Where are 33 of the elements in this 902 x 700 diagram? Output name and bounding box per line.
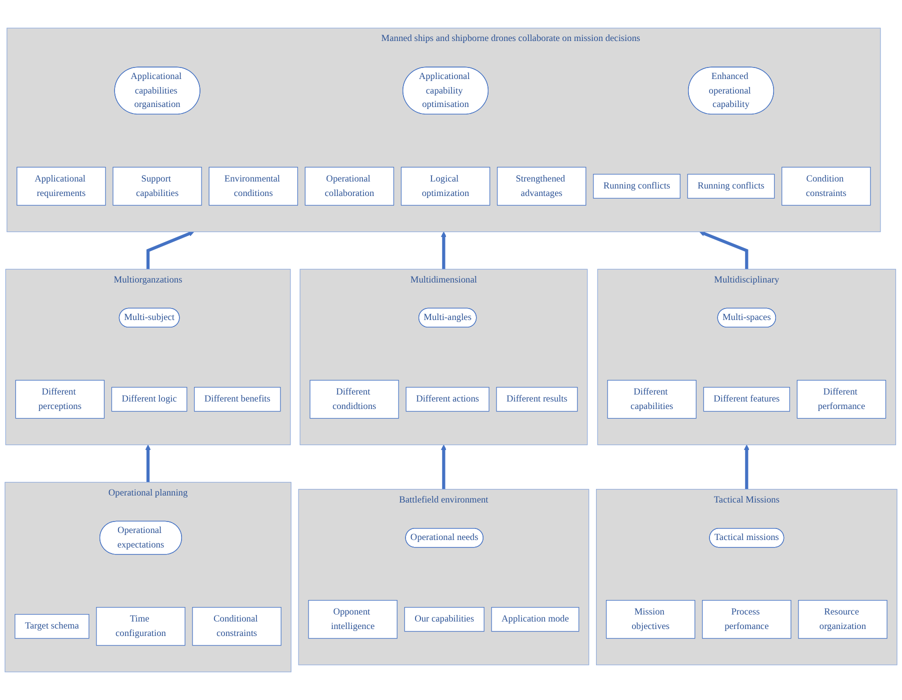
node-box: Condition constraints [782,166,871,206]
node-box: Running conflicts [593,174,680,199]
node-box: Different logic [111,386,188,412]
node-box: Different results [496,386,578,412]
node-box: Different condidtions [310,380,399,419]
node-box: Strengthened advantages [496,166,586,206]
node-box: Mission objectives [606,600,696,639]
node-box: Different features [703,386,790,412]
node-box: Different actions [406,386,490,412]
arrow [145,444,151,482]
node-box: Different perceptions [15,380,105,419]
arrow [699,231,748,270]
node-box: Different performance [796,380,886,419]
node-box: Target schema [14,614,90,639]
node-box: Logical optimization [400,166,490,206]
node-box: Time configuration [96,607,186,646]
arrow [146,231,194,270]
node-box: Support capabilities [112,166,202,206]
node-box: Process perfomance [702,600,792,639]
node-box: Applicational requirements [16,166,106,206]
node-box: Running conflicts [687,174,775,199]
node-box: Environmental conditions [208,166,298,206]
node-box: Our capabilities [404,607,484,632]
node-box: Application mode [491,607,580,632]
arrow [440,232,446,270]
arrow [744,444,750,490]
node-box: Conditional constraints [192,607,282,646]
arrow [440,444,446,490]
node-box: Opponent intelligence [308,600,398,639]
node-box: Operational collaboration [304,166,394,206]
node-box: Different benefits [194,386,281,412]
node-box: Resource organization [798,600,888,639]
node-box: Different capabilities [607,380,696,419]
